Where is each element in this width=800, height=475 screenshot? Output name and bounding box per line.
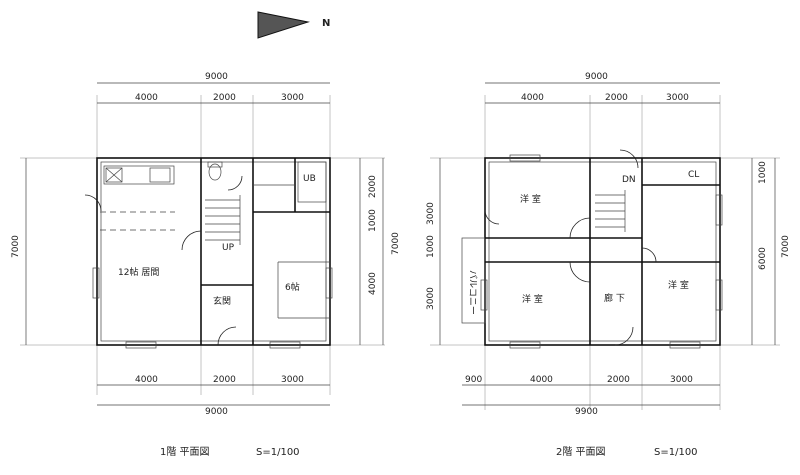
f2-label-balcony: バルコニー <box>467 270 478 315</box>
floor2-plan: 9000 4000 2000 3000 900 4000 2000 3000 9… <box>426 72 791 458</box>
f2-scale: S=1/100 <box>654 447 698 458</box>
f2-dim-top-a: 4000 <box>521 93 544 103</box>
f1-label-entrance: 玄関 <box>213 295 231 307</box>
f1-dim-bottom-b: 2000 <box>213 375 236 385</box>
north-arrow-icon <box>257 11 310 39</box>
f2-dim-bottom-c: 2000 <box>607 375 630 385</box>
f2-dim-left-c: 3000 <box>426 287 436 310</box>
f2-stairs <box>595 190 626 232</box>
f1-dim-right-c: 4000 <box>368 272 378 295</box>
f2-dim-top-total: 9000 <box>585 72 608 82</box>
f2-dim-right-b: 6000 <box>758 247 768 270</box>
f1-dim-bottom-a: 4000 <box>135 375 158 385</box>
f1-kitchen-counter <box>103 165 175 185</box>
f1-dim-right-total: 7000 <box>391 232 401 255</box>
f1-label-bath: UB <box>303 174 316 184</box>
f1-caption: 1階 平面図 <box>160 446 210 458</box>
f2-label-down: DN <box>622 175 636 185</box>
f1-dim-top-c: 3000 <box>281 93 304 103</box>
floor1-plan: 9000 4000 2000 3000 4000 2000 3000 9000 … <box>11 72 401 458</box>
north-arrow: N <box>257 11 330 39</box>
f1-sink <box>149 167 171 183</box>
f2-dim-bottom-total: 9900 <box>575 407 598 417</box>
f1-stairs <box>205 195 241 245</box>
f1-dim-bottom-total: 9000 <box>205 407 228 417</box>
f1-dim-top-b: 2000 <box>213 93 236 103</box>
north-label: N <box>322 18 330 29</box>
f2-label-western1: 洋 室 <box>520 193 541 205</box>
f1-dim-top-a: 4000 <box>135 93 158 103</box>
f2-dim-right-total: 7000 <box>781 235 791 258</box>
f2-dim-left-a: 3000 <box>426 202 436 225</box>
f1-scale: S=1/100 <box>256 447 300 458</box>
f2-label-hall: 廊 下 <box>604 292 625 304</box>
f1-dim-right-b: 1000 <box>368 209 378 232</box>
f1-dim-top-total: 9000 <box>205 72 228 82</box>
f1-label-living: 12帖 居間 <box>118 266 159 278</box>
f2-dim-top-c: 3000 <box>666 93 689 103</box>
f1-label-japanese: 6帖 <box>285 281 300 293</box>
f1-label-up: UP <box>222 243 235 253</box>
f1-stove <box>105 167 123 183</box>
f2-dim-bottom-d: 3000 <box>670 375 693 385</box>
f1-dim-right-a: 2000 <box>368 175 378 198</box>
f2-dim-top-b: 2000 <box>605 93 628 103</box>
f1-toilet <box>208 163 222 181</box>
f1-dim-bottom-c: 3000 <box>281 375 304 385</box>
f2-label-western3: 洋 室 <box>668 279 689 291</box>
f2-balcony <box>461 237 486 324</box>
f2-dim-bottom-b: 4000 <box>530 375 553 385</box>
f1-dim-left-total: 7000 <box>11 235 21 258</box>
f2-dim-bottom-a: 900 <box>465 375 482 385</box>
f2-label-closet: CL <box>688 170 699 180</box>
f2-label-western2: 洋 室 <box>522 293 543 305</box>
f2-dim-left-b: 1000 <box>426 235 436 258</box>
f2-outer-wall <box>484 157 721 346</box>
f2-dim-right-a: 1000 <box>758 161 768 184</box>
f1-bath <box>297 161 327 203</box>
f1-outer-wall <box>96 157 331 346</box>
f2-caption: 2階 平面図 <box>556 446 606 458</box>
